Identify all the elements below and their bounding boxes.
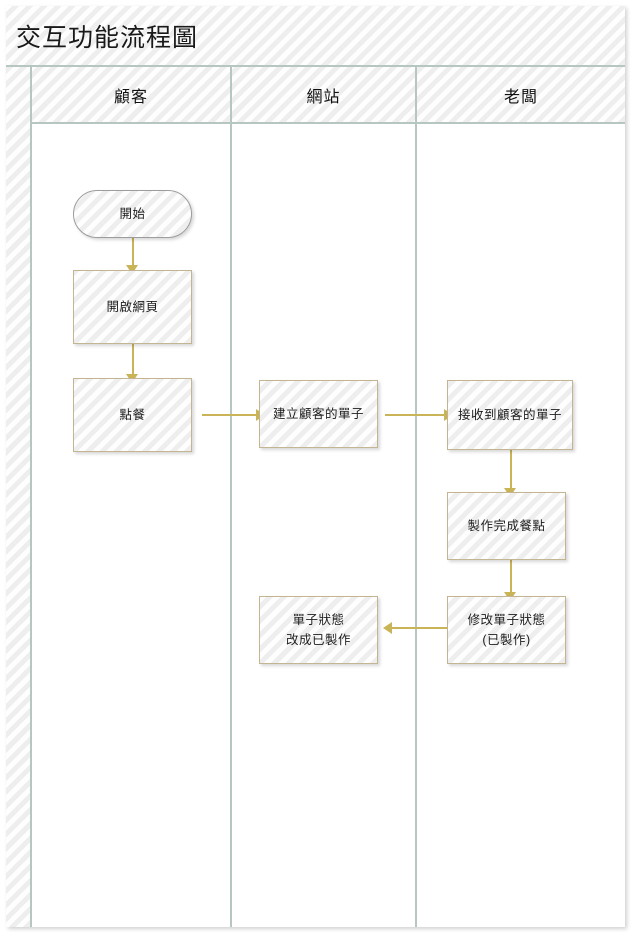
node-update-status[interactable]: 修改單子狀態 (已製作) xyxy=(447,596,566,664)
node-make-meal[interactable]: 製作完成餐點 xyxy=(447,492,566,560)
swimlane-diagram: 交互功能流程圖 顧客 網站 老闆 xyxy=(6,6,625,927)
diagram-title: 交互功能流程圖 xyxy=(16,24,199,52)
node-receive-order-label: 接收到顧客的單子 xyxy=(457,408,562,422)
pool-spine xyxy=(6,67,32,927)
node-create-order-label: 建立顧客的單子 xyxy=(272,407,364,421)
lane-body-website xyxy=(232,124,415,927)
lane-header-website: 網站 xyxy=(232,67,415,122)
node-start-label: 開始 xyxy=(119,207,146,221)
lane-label-website: 網站 xyxy=(306,88,341,106)
edge-update-status-to-status-changed-arrow xyxy=(383,622,392,634)
node-make-meal-label: 製作完成餐點 xyxy=(467,519,546,533)
edge-create-order-to-receive-order-line xyxy=(385,414,447,416)
edge-receive-order-to-make-meal-line xyxy=(510,450,512,492)
lane-label-customer: 顧客 xyxy=(113,88,148,106)
node-create-order[interactable]: 建立顧客的單子 xyxy=(259,380,378,448)
node-receive-order[interactable]: 接收到顧客的單子 xyxy=(447,380,573,450)
edge-start-to-open-page-line xyxy=(132,238,134,269)
node-status-changed-label: 單子狀態 改成已製作 xyxy=(285,613,351,647)
edge-start-to-open-page-arrow xyxy=(126,265,138,274)
node-open-page[interactable]: 開啟網頁 xyxy=(73,270,192,344)
lane-header-owner: 老闆 xyxy=(417,67,625,122)
node-start[interactable]: 開始 xyxy=(73,190,192,238)
node-order-food-label: 點餐 xyxy=(119,408,146,422)
edge-make-meal-to-update-status-line xyxy=(510,560,512,596)
lane-header-customer: 顧客 xyxy=(32,67,230,122)
node-status-changed[interactable]: 單子狀態 改成已製作 xyxy=(259,596,378,664)
node-order-food[interactable]: 點餐 xyxy=(73,378,192,452)
edge-order-food-to-create-order-line xyxy=(202,414,259,416)
edge-open-page-to-order-food-line xyxy=(132,344,134,378)
lane-website[interactable]: 網站 xyxy=(232,67,415,927)
lane-customer[interactable]: 顧客 xyxy=(32,67,230,927)
edge-update-status-to-status-changed-line xyxy=(391,627,451,629)
lane-divider-2 xyxy=(415,67,417,927)
node-update-status-label: 修改單子狀態 (已製作) xyxy=(467,613,546,647)
lane-header-strip xyxy=(32,67,625,124)
node-open-page-label: 開啟網頁 xyxy=(106,300,159,314)
lane-divider-1 xyxy=(230,67,232,927)
lane-label-owner: 老闆 xyxy=(503,88,538,106)
lane-body-customer xyxy=(32,124,230,927)
diagram-title-bar: 交互功能流程圖 xyxy=(6,6,625,67)
